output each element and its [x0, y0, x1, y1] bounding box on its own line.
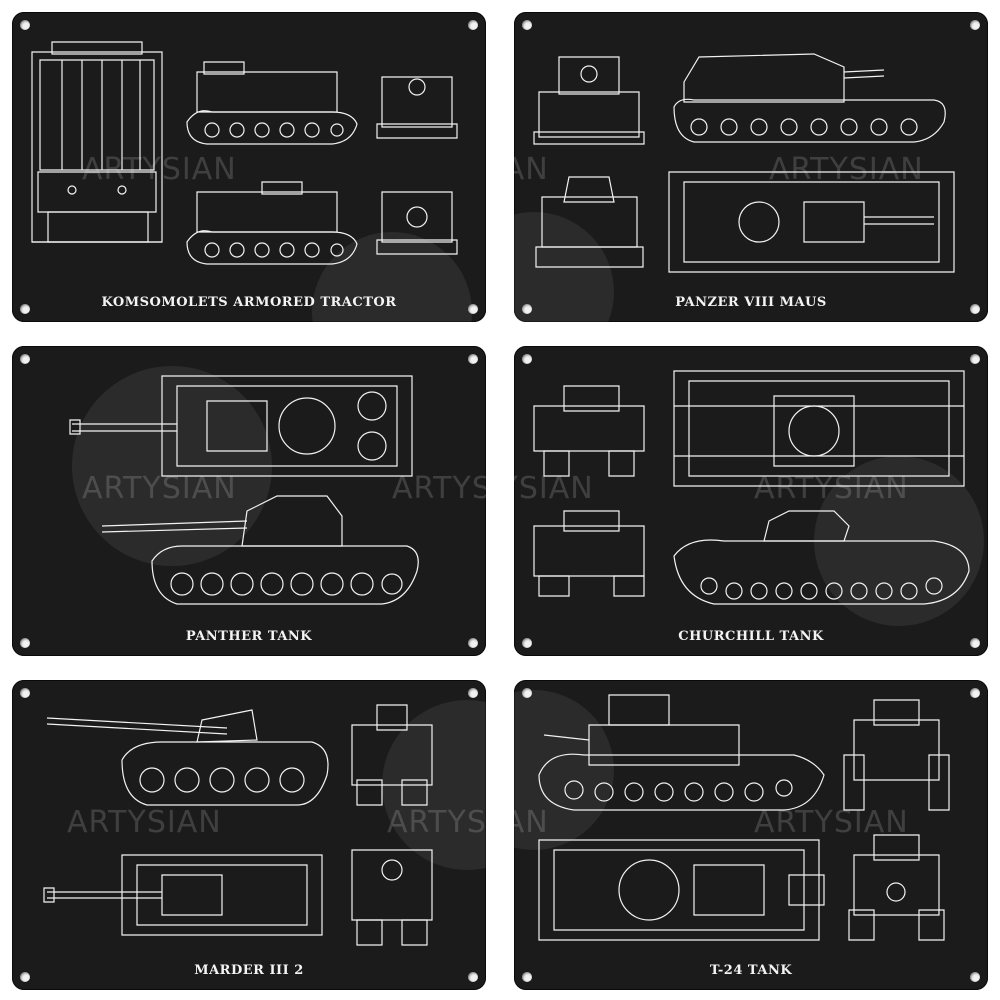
mount-hole [468, 354, 478, 364]
caption: CHURCHILL TANK [678, 629, 824, 644]
sign-t24: ARTYSIAN ARTYSIAN T-24 TANK [514, 680, 988, 990]
mount-hole [522, 638, 532, 648]
blueprint-komsomolets [12, 12, 486, 322]
mount-hole [522, 688, 532, 698]
mount-hole [468, 638, 478, 648]
sign-maus: ARTYSIAN ARTYSIAN PANZER VIII MAUS [514, 12, 988, 322]
mount-hole [20, 638, 30, 648]
mount-hole [20, 20, 30, 30]
caption: MARDER III 2 [194, 963, 304, 978]
mount-hole [20, 972, 30, 982]
blueprint-maus [514, 12, 988, 322]
mount-hole [970, 354, 980, 364]
mount-hole [970, 972, 980, 982]
mount-hole [20, 688, 30, 698]
blueprint-t24 [514, 680, 988, 990]
sign-panther: ARTYSIAN ARTYSIAN PANTHER TANK [12, 346, 486, 656]
mount-hole [468, 304, 478, 314]
caption: PANTHER TANK [185, 629, 313, 644]
sign-churchill: ARTYSIAN ARTYSIAN CHURCHILL TANK [514, 346, 988, 656]
caption: KOMSOMOLETS ARMORED TRACTOR [101, 295, 397, 310]
sign-marder: ARTYSIAN ARTYSIAN MARDER III 2 [12, 680, 486, 990]
mount-hole [468, 972, 478, 982]
caption: PANZER VIII MAUS [675, 295, 827, 310]
mount-hole [468, 20, 478, 30]
mount-hole [522, 354, 532, 364]
mount-hole [20, 304, 30, 314]
mount-hole [468, 688, 478, 698]
mount-hole [522, 972, 532, 982]
blueprint-marder [12, 680, 486, 990]
blueprint-churchill [514, 346, 988, 656]
mount-hole [522, 304, 532, 314]
mount-hole [970, 688, 980, 698]
sign-komsomolets: ARTYSIAN KOMSOMOLETS ARMORED TRACTOR [12, 12, 486, 322]
mount-hole [20, 354, 30, 364]
blueprint-panther [12, 346, 486, 656]
mount-hole [970, 304, 980, 314]
mount-hole [970, 20, 980, 30]
mount-hole [970, 638, 980, 648]
mount-hole [522, 20, 532, 30]
caption: T-24 TANK [709, 963, 793, 978]
